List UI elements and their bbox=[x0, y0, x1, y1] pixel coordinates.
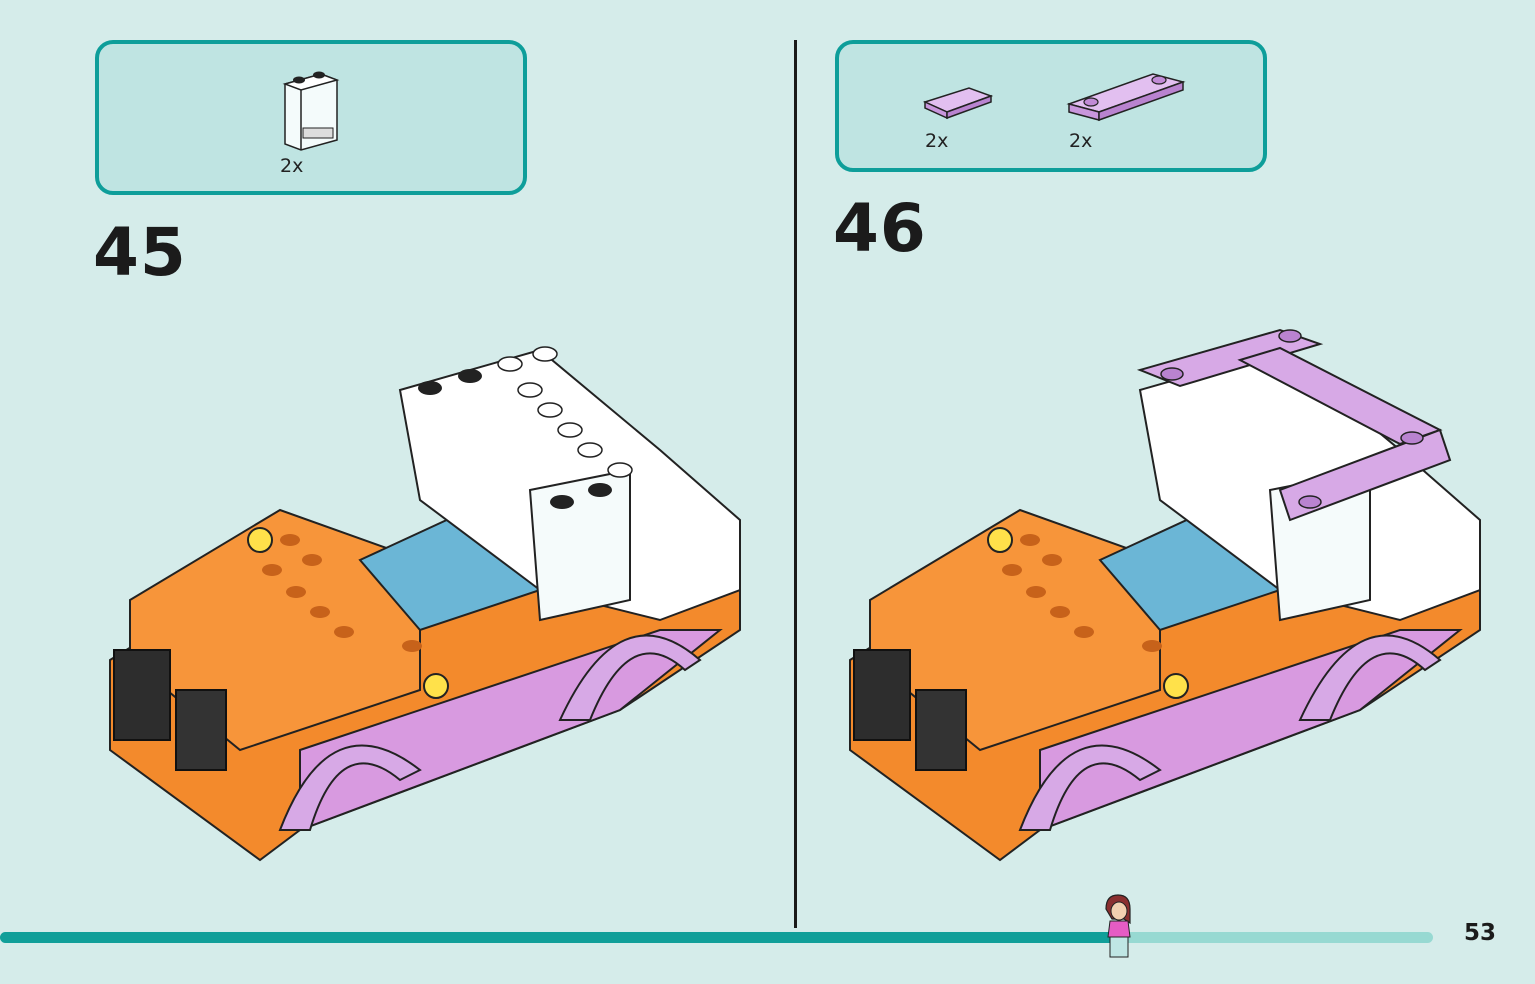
build-progress-fill bbox=[0, 932, 1118, 943]
step-number-46: 46 bbox=[833, 190, 927, 267]
minifigure-progress-marker bbox=[1105, 894, 1131, 958]
build-progress-bar bbox=[0, 932, 1433, 943]
part-quantity: 2x bbox=[280, 155, 304, 177]
page-divider bbox=[794, 40, 797, 928]
part-quantity: 2x bbox=[1069, 130, 1093, 152]
car-model-step-46 bbox=[849, 328, 1481, 862]
part-quantity: 2x bbox=[925, 130, 949, 152]
car-model-step-45 bbox=[109, 346, 741, 862]
step-number-45: 45 bbox=[93, 214, 187, 291]
lavender-plate-icon bbox=[1066, 73, 1186, 122]
transparent-panel-icon bbox=[282, 71, 340, 151]
parts-callout-step-45: 2x bbox=[95, 40, 527, 195]
parts-callout-step-46: 2x 2x bbox=[835, 40, 1267, 172]
lavender-tile-icon bbox=[922, 87, 994, 120]
page-number: 53 bbox=[1464, 920, 1497, 946]
